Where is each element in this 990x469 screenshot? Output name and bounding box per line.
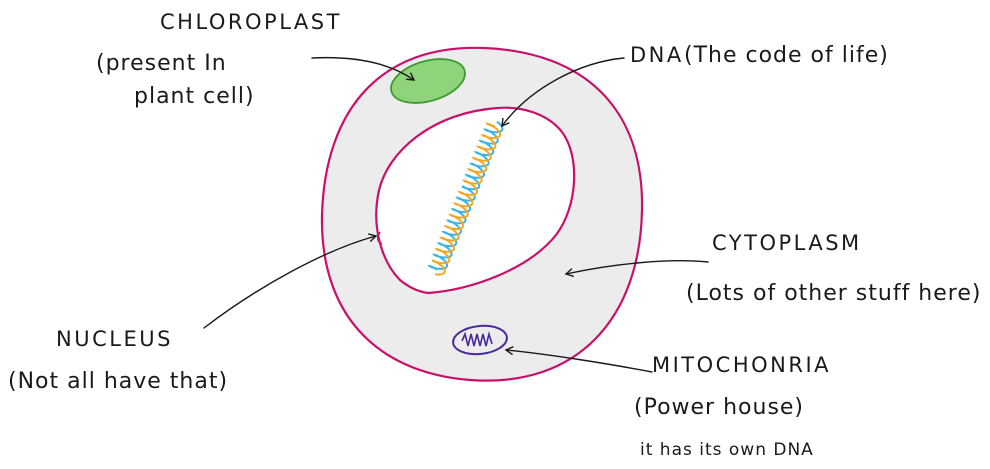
- arrow-dna: [501, 57, 625, 128]
- chloroplast: [390, 58, 466, 104]
- arrow-nucleus: [203, 233, 378, 329]
- dna-strand-b: [427, 120, 504, 271]
- arrow-chloroplast: [311, 56, 416, 81]
- mitochondria-extra: it has its own DNA: [640, 440, 814, 460]
- nucleus: [375, 106, 576, 295]
- nucleus-note: (Not all have that): [8, 369, 228, 394]
- label-cytoplasm: CYTOPLASM (Lots of other stuff here): [686, 231, 981, 306]
- chloroplast-line1: (present In: [96, 51, 227, 76]
- mitochondria-title: MITOCHONRIA: [652, 353, 831, 377]
- arrow-mitochondria: [504, 346, 653, 373]
- chloroplast-title: CHLOROPLAST: [160, 10, 342, 34]
- nucleus-title: NUCLEUS: [56, 327, 173, 351]
- dna-helix: [427, 120, 504, 276]
- mitochondria-cristae: [461, 330, 493, 347]
- cytoplasm-title: CYTOPLASM: [712, 231, 862, 255]
- label-dna: DNA (The code of life): [630, 43, 889, 68]
- dna-strand-a: [431, 122, 502, 276]
- dna-note: (The code of life): [684, 43, 889, 68]
- chloroplast-line2: plant cell): [134, 84, 255, 109]
- nucleus-membrane: [375, 106, 576, 295]
- chloroplast-shape: [390, 58, 466, 104]
- mitochondria-note: (Power house): [634, 395, 804, 420]
- label-chloroplast: CHLOROPLAST (present In plant cell): [96, 10, 342, 109]
- label-nucleus: NUCLEUS (Not all have that): [8, 327, 228, 394]
- label-mitochondria: MITOCHONRIA (Power house) it has its own…: [634, 353, 831, 460]
- mitochondria-shape: [452, 324, 508, 356]
- arrow-cytoplasm: [564, 260, 709, 278]
- mitochondria: [452, 324, 508, 356]
- dna-title: DNA: [630, 43, 684, 67]
- arrows: [203, 56, 709, 373]
- cytoplasm-note: (Lots of other stuff here): [686, 281, 981, 306]
